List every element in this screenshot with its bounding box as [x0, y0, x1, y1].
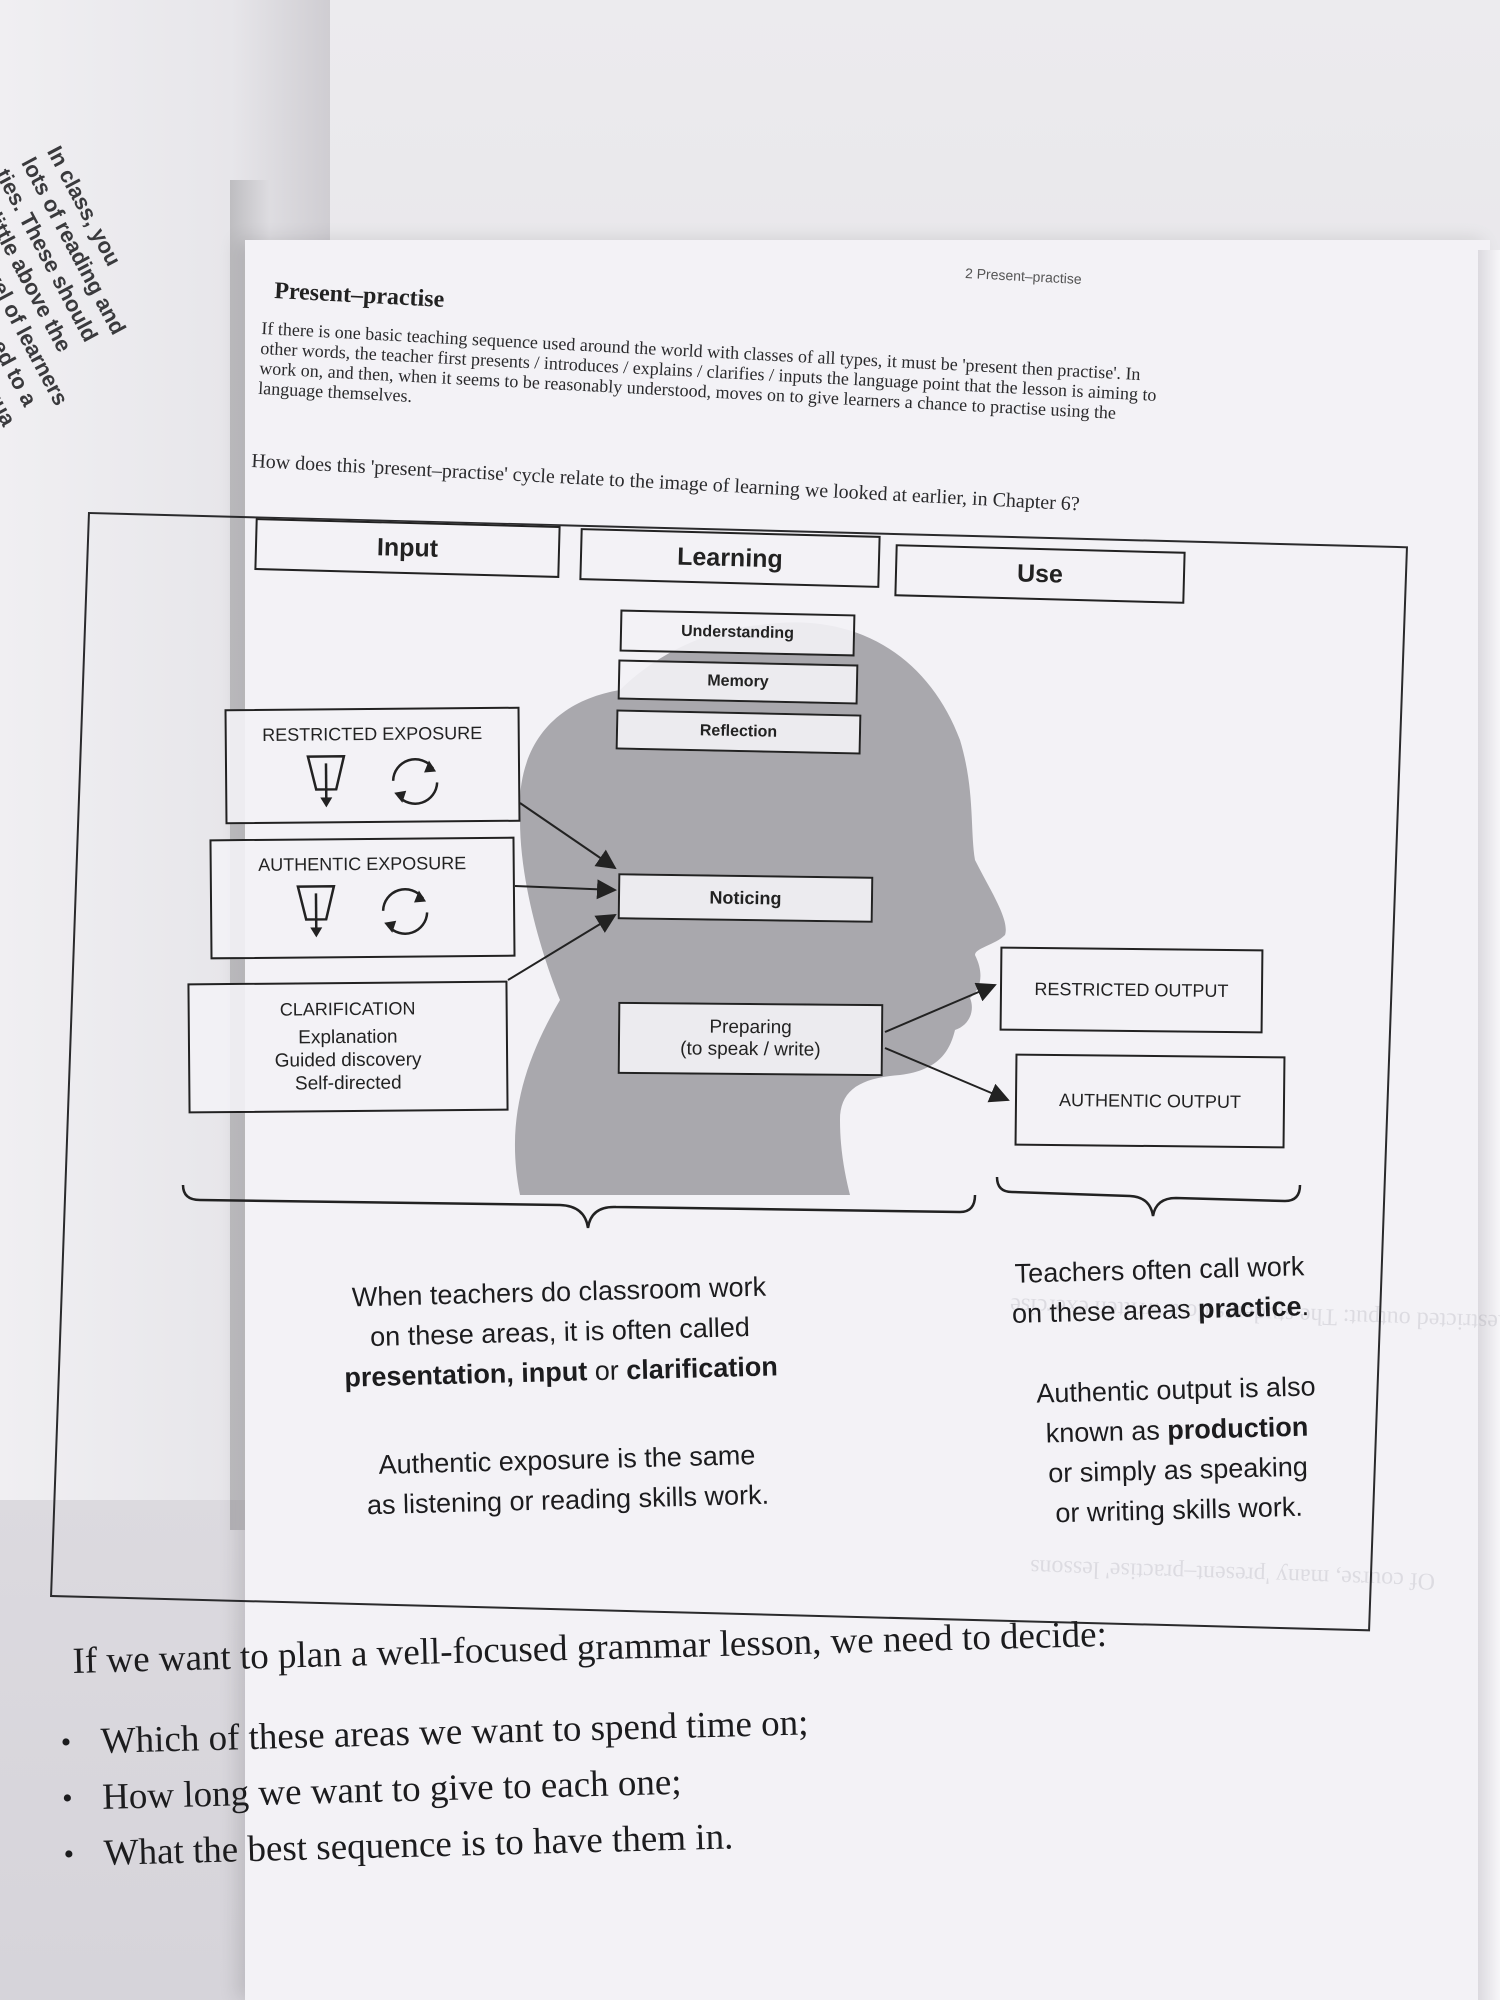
input-column-header: Input	[254, 518, 560, 578]
understanding-box: Understanding	[620, 610, 856, 657]
authentic-exposure-box: AUTHENTIC EXPOSURE	[209, 837, 515, 960]
caption-text: known as	[1045, 1415, 1167, 1448]
preparing-box: Preparing (to speak / write)	[618, 1002, 884, 1076]
reading-listening-icons	[277, 880, 448, 941]
term-production: production	[1167, 1412, 1309, 1446]
restricted-exposure-box: RESTRICTED EXPOSURE	[225, 707, 521, 825]
clarification-item: Explanation	[298, 1026, 397, 1050]
caption-text: on these areas	[1012, 1294, 1199, 1329]
cycle-arrows-icon	[382, 889, 426, 934]
planning-bullets: Which of these areas we want to spend ti…	[60, 1686, 1164, 1883]
clarification-item: Guided discovery	[275, 1048, 422, 1072]
authentic-exposure-label: AUTHENTIC EXPOSURE	[258, 853, 466, 876]
term-practice: practice	[1198, 1291, 1302, 1324]
use-column-header: Use	[894, 544, 1185, 604]
noticing-box: Noticing	[618, 873, 874, 923]
left-caption-2: Authentic exposure is the same as listen…	[294, 1433, 841, 1527]
right-caption-2: Authentic output is also known as produc…	[1003, 1366, 1352, 1535]
right-caption-1: Teachers often call work on these areas …	[979, 1245, 1341, 1334]
authentic-output-box: AUTHENTIC OUTPUT	[1015, 1054, 1286, 1149]
term-clarification: clarification	[626, 1351, 778, 1385]
clarification-label: CLARIFICATION	[280, 998, 416, 1020]
funnel-arrow-icon	[297, 886, 333, 937]
cycle-arrows-icon	[392, 759, 436, 804]
memory-box: Memory	[618, 659, 859, 704]
caption-or: or	[587, 1355, 627, 1386]
caption-text: .	[1301, 1291, 1309, 1321]
left-caption-1: When teachers do classroom work on these…	[294, 1265, 827, 1399]
preparing-sublabel: (to speak / write)	[680, 1038, 821, 1061]
term-presentation-input: presentation, input	[344, 1356, 588, 1392]
clarification-item: Self-directed	[295, 1072, 402, 1096]
funnel-arrow-icon	[307, 756, 343, 807]
restricted-exposure-label: RESTRICTED EXPOSURE	[262, 723, 482, 746]
learning-column-header: Learning	[579, 528, 880, 588]
clarification-box: CLARIFICATION Explanation Guided discove…	[187, 981, 508, 1114]
preparing-label: Preparing	[709, 1017, 792, 1040]
reflection-box: Reflection	[616, 709, 862, 754]
restricted-output-box: RESTRICTED OUTPUT	[1000, 947, 1264, 1034]
reading-listening-icons	[287, 750, 458, 811]
